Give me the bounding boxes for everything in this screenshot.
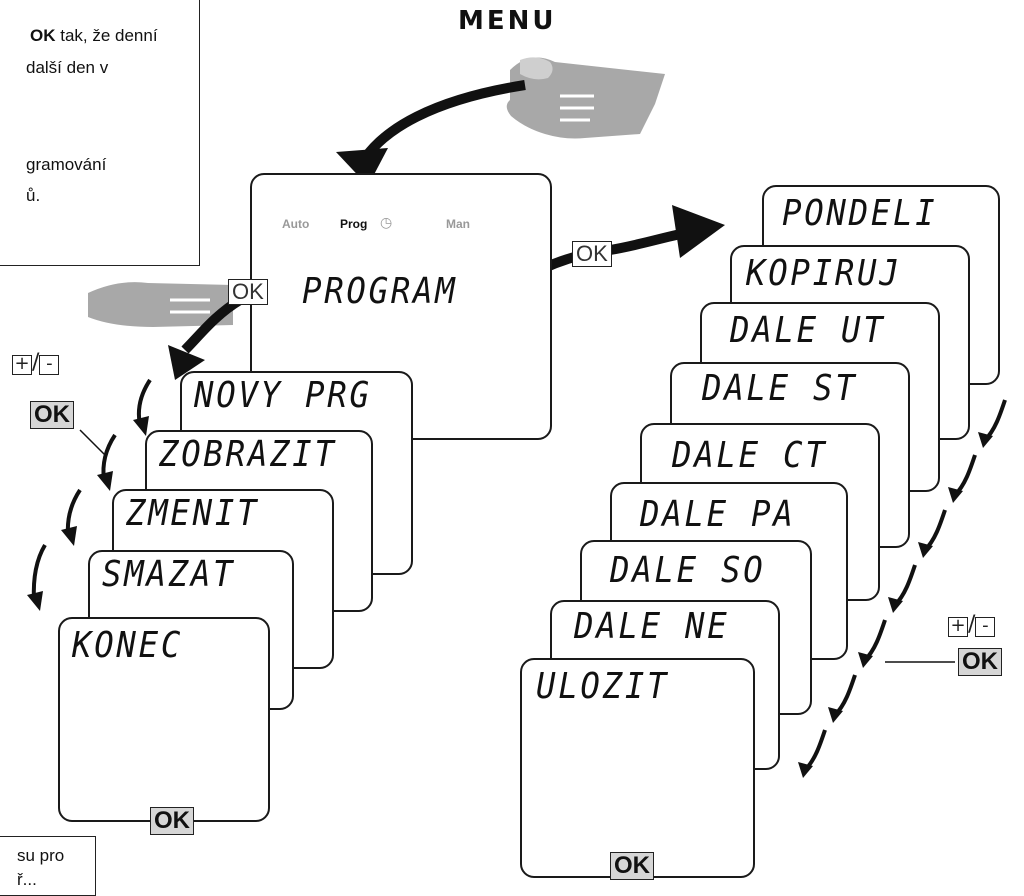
day-screen-ulozit: ULOZIT (520, 658, 755, 878)
plus-icon: + (12, 355, 32, 375)
note-line-4: ů. (26, 186, 41, 205)
clock-icon: ◷ (380, 215, 393, 231)
note-line-1: tak, že denní (55, 26, 158, 45)
program-title: PROGRAM (302, 271, 458, 312)
note-bottom-line-2: ř... (17, 870, 37, 889)
hand-pointer-icon (506, 57, 665, 139)
note-line-2: další den v (26, 58, 109, 77)
instruction-note-bottom: su pro ř... (0, 836, 96, 896)
status-man: Man (446, 217, 470, 231)
menu-label: MENU (458, 6, 557, 36)
status-auto: Auto (282, 217, 310, 231)
plus-minus-left: +/- (12, 350, 60, 375)
ok-label-right: OK (572, 241, 612, 267)
note-bottom-line-1: su pro (17, 846, 65, 865)
minus-icon: - (975, 617, 996, 637)
instruction-note-top: OK tak, že denní další den v gramování ů… (0, 0, 200, 266)
menu-screen-konec: KONEC (58, 617, 270, 822)
plus-icon: + (948, 617, 968, 637)
ok-button-left-callout[interactable]: OK (30, 401, 74, 429)
note-line-3: gramování (26, 155, 107, 174)
ok-label-left: OK (228, 279, 268, 305)
curved-arrow-icon (336, 80, 526, 186)
status-prog: Prog (340, 217, 368, 231)
ok-button-left[interactable]: OK (150, 807, 194, 835)
note-ok-bold: OK (30, 26, 56, 45)
plus-minus-right: +/- (948, 612, 996, 637)
ok-button-right[interactable]: OK (610, 852, 654, 880)
minus-icon: - (39, 355, 60, 375)
hand-pointer-icon (88, 282, 233, 327)
ok-button-right-callout[interactable]: OK (958, 648, 1002, 676)
